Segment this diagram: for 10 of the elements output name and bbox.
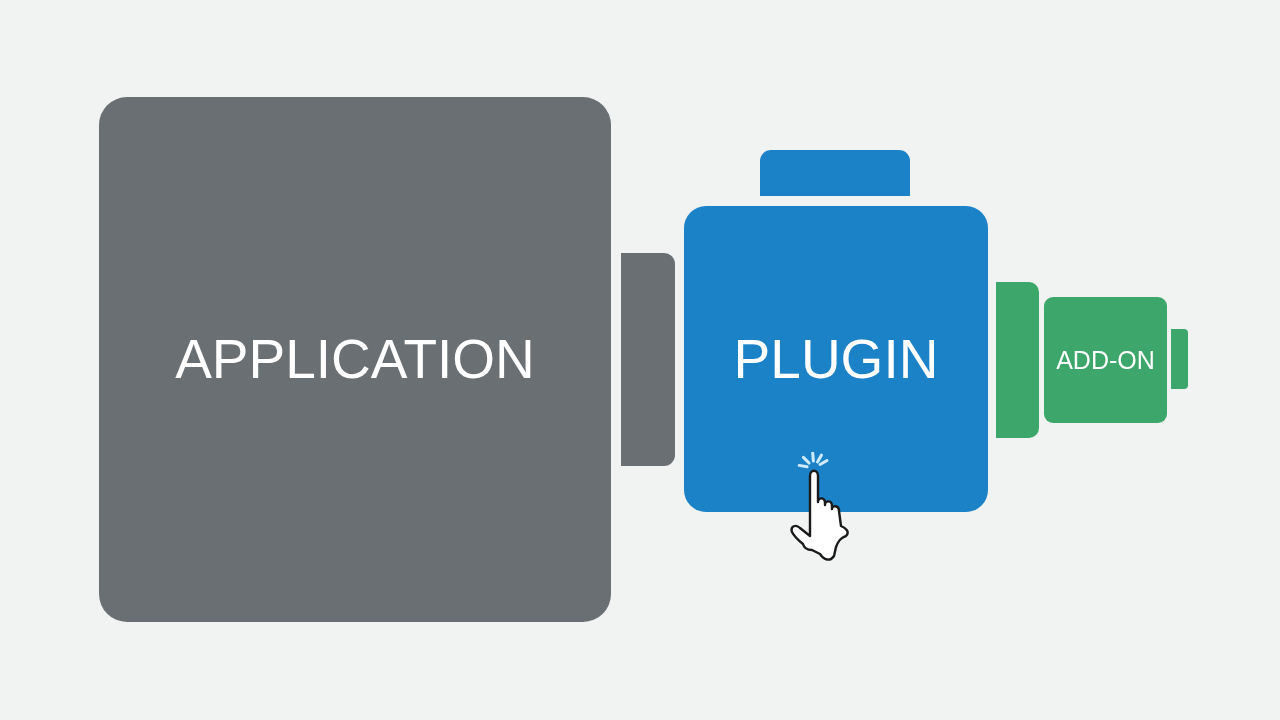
connector-tab xyxy=(996,282,1039,438)
connector-tab xyxy=(760,150,910,196)
block-label: PLUGIN xyxy=(733,331,939,387)
module-block xyxy=(99,97,611,622)
module-block xyxy=(684,206,988,512)
block-label: ADD-ON xyxy=(1056,347,1155,373)
module-block xyxy=(1044,297,1167,423)
block-label: APPLICATION xyxy=(175,332,535,387)
connector-tab xyxy=(621,253,675,466)
connector-tab xyxy=(1171,329,1188,389)
